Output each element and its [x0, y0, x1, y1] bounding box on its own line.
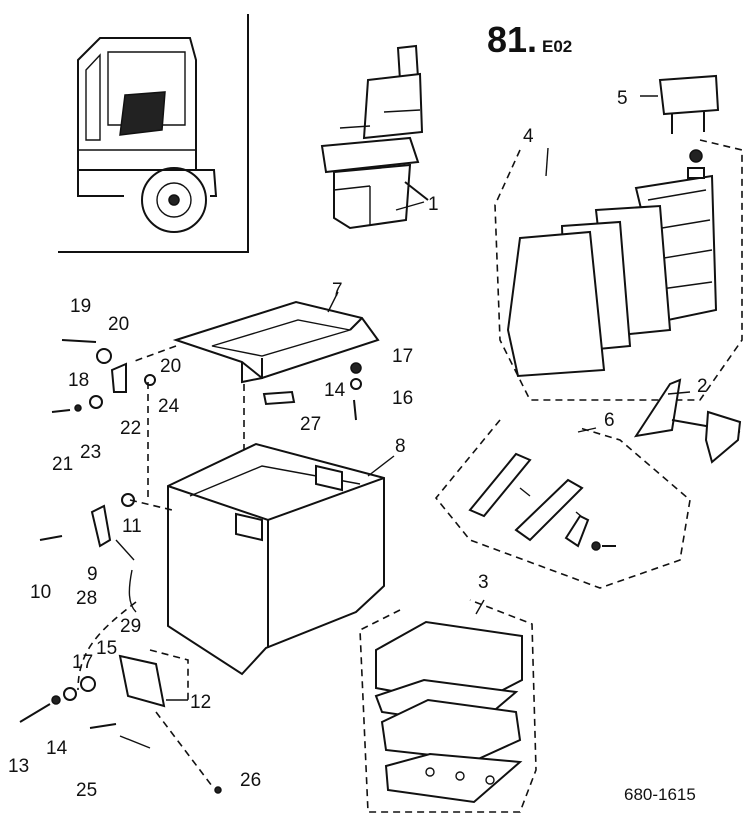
backrest-kit-boundary: [494, 139, 743, 401]
callout-4: 4: [523, 126, 534, 147]
callout-15: 15: [96, 638, 117, 659]
callout-labels: 1 2 3 4 5 6 7 8 9 10 11 12 13 14 14 15 1…: [8, 88, 708, 801]
callout-20-right: 20: [160, 356, 181, 377]
armrest-kit-boundary: [434, 419, 691, 589]
seat-cushion-kit-boundary: [359, 599, 537, 813]
callout-18: 18: [68, 370, 89, 391]
figure-number: 81.: [487, 19, 537, 60]
assembly-lines: [77, 345, 245, 787]
callout-14-upper: 14: [324, 380, 346, 401]
callout-13: 13: [8, 756, 29, 777]
callout-22: 22: [120, 418, 141, 439]
callout-8: 8: [395, 436, 406, 457]
callout-2: 2: [697, 376, 708, 397]
backrest-cushions: [506, 204, 672, 378]
figure-suffix: E02: [542, 37, 572, 56]
callout-11: 11: [122, 516, 142, 537]
callout-20-left: 20: [108, 314, 129, 335]
upper-frame: [172, 300, 380, 384]
callout-21: 21: [52, 454, 73, 475]
callout-9: 9: [87, 564, 98, 585]
callout-16: 16: [392, 388, 413, 409]
callout-27: 27: [300, 414, 321, 435]
callout-17-upper: 17: [392, 346, 413, 367]
callout-14-lower: 14: [46, 738, 68, 759]
callout-29: 29: [120, 616, 141, 637]
leader-lines: [166, 95, 691, 701]
callout-24: 24: [158, 396, 180, 417]
callout-28: 28: [76, 588, 97, 609]
cab-inset: [58, 14, 249, 253]
hardware-parts: [19, 339, 362, 794]
seat-cushions: [374, 620, 523, 804]
callout-1: 1: [428, 194, 439, 215]
callout-25: 25: [76, 780, 97, 801]
callout-17-lower: 17: [72, 652, 93, 673]
callout-19: 19: [70, 296, 91, 317]
callout-10: 10: [30, 582, 51, 603]
headrest: [658, 74, 720, 179]
callout-7: 7: [332, 280, 343, 301]
callout-26: 26: [240, 770, 261, 791]
callout-23: 23: [80, 442, 101, 463]
armrests: [468, 452, 616, 551]
seat-assembly: [320, 44, 429, 230]
pedestal-box: [167, 442, 385, 676]
drawing-code: 680-1615: [624, 785, 696, 804]
callout-5: 5: [617, 88, 628, 109]
callout-12: 12: [190, 692, 211, 713]
callout-3: 3: [478, 572, 489, 593]
callout-6: 6: [604, 410, 615, 431]
